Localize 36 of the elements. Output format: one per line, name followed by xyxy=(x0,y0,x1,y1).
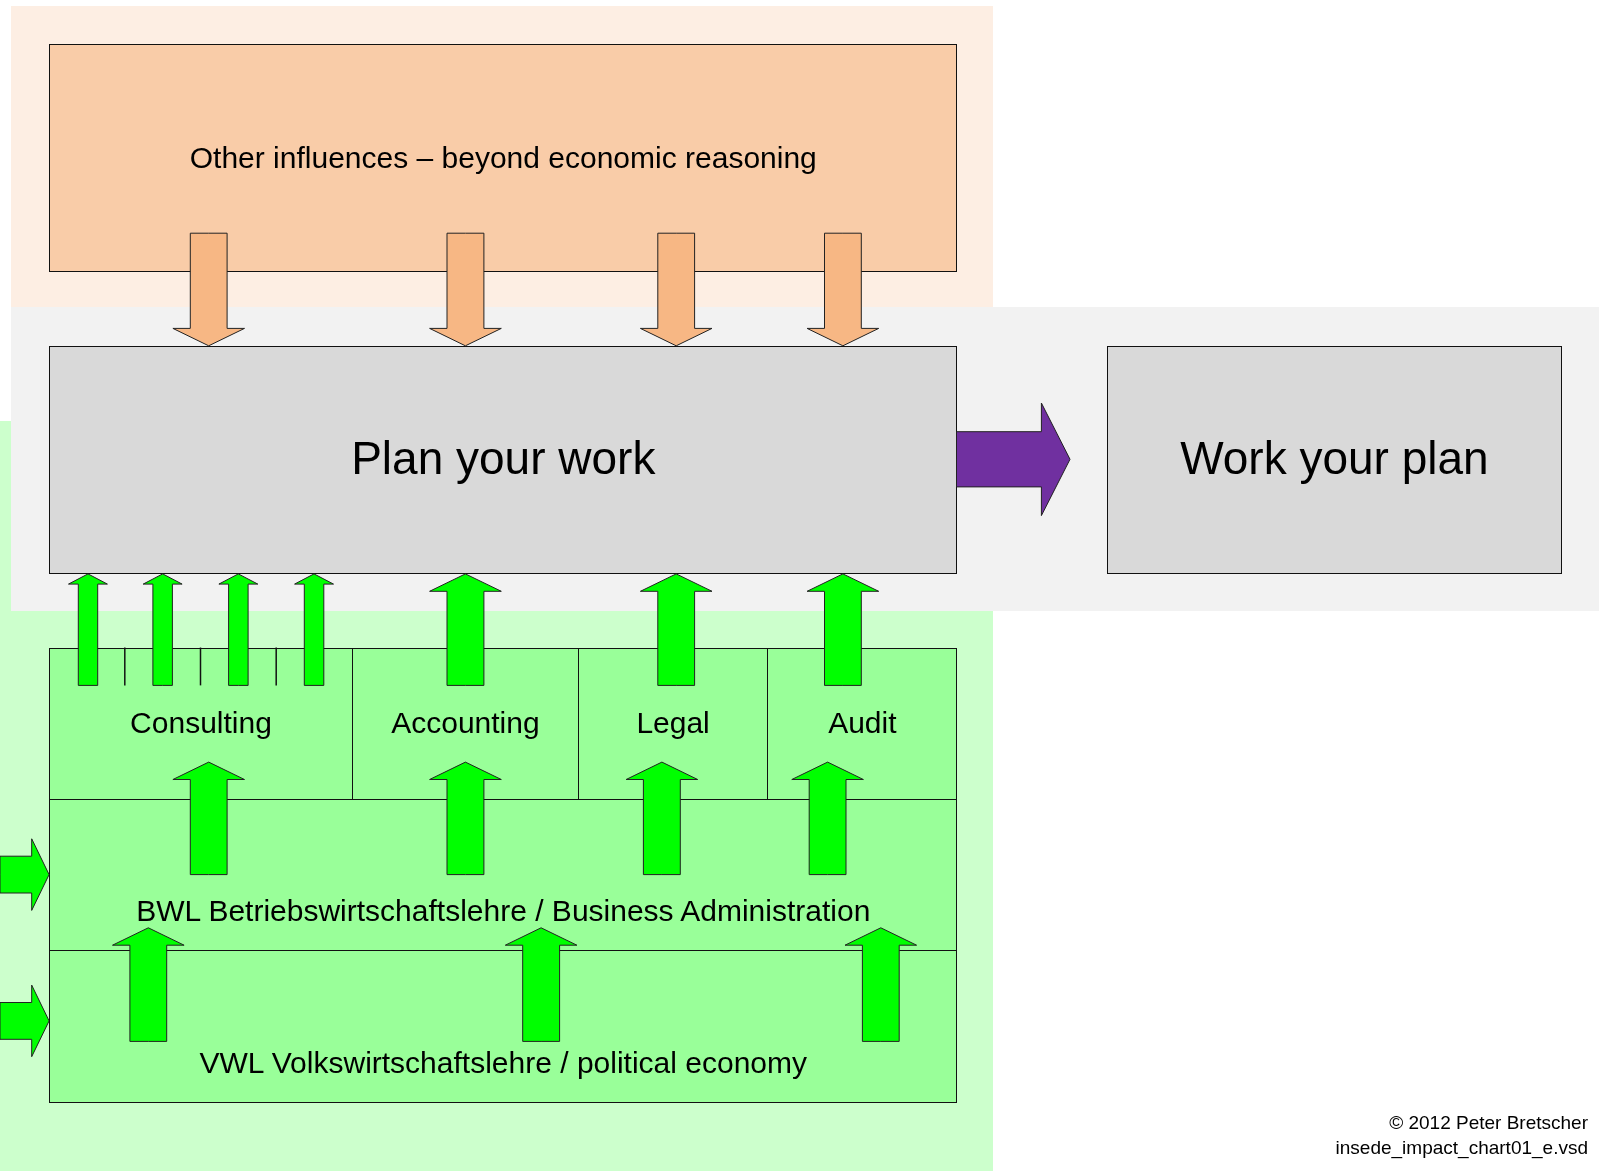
block-arrow xyxy=(791,761,864,876)
block-arrow xyxy=(68,573,108,686)
block-arrow xyxy=(429,232,502,347)
block-arrow xyxy=(956,402,1071,517)
block-arrow xyxy=(806,232,880,347)
box-label: Work your plan xyxy=(1180,431,1489,485)
footer-note: © 2012 Peter Bretscher xyxy=(1389,1111,1588,1135)
block-arrow xyxy=(142,573,183,686)
block-arrow xyxy=(0,984,50,1058)
box-label: Accounting xyxy=(391,705,540,741)
box-label: Plan your work xyxy=(351,431,656,485)
box-label: BWL Betriebswirtschaftslehre / Business Administration xyxy=(136,894,871,929)
process-box xyxy=(49,345,958,574)
block-arrow xyxy=(429,761,502,876)
block-arrow xyxy=(625,761,699,876)
block-arrow xyxy=(172,232,245,347)
block-arrow xyxy=(172,761,245,876)
block-arrow xyxy=(639,232,713,347)
footer-note: insede_impact_chart01_e.vsd xyxy=(1335,1136,1588,1160)
process-box xyxy=(1106,345,1562,574)
box-label: Consulting xyxy=(130,705,272,741)
box-label: VWL Volkswirtschaftslehre / political economy xyxy=(199,1045,807,1081)
box-label: Audit xyxy=(828,705,897,741)
box-label: Other influences – beyond economic reasoning xyxy=(189,140,817,175)
block-arrow xyxy=(0,838,50,911)
block-arrow xyxy=(639,573,713,686)
box-label: Legal xyxy=(636,705,710,741)
block-arrow xyxy=(429,573,502,686)
block-arrow xyxy=(218,573,259,686)
block-arrow xyxy=(112,927,185,1042)
block-arrow xyxy=(504,927,578,1042)
block-arrow xyxy=(294,573,334,686)
process-box xyxy=(49,44,958,273)
block-arrow xyxy=(806,573,880,686)
block-arrow xyxy=(844,927,918,1042)
process-box xyxy=(49,950,958,1103)
